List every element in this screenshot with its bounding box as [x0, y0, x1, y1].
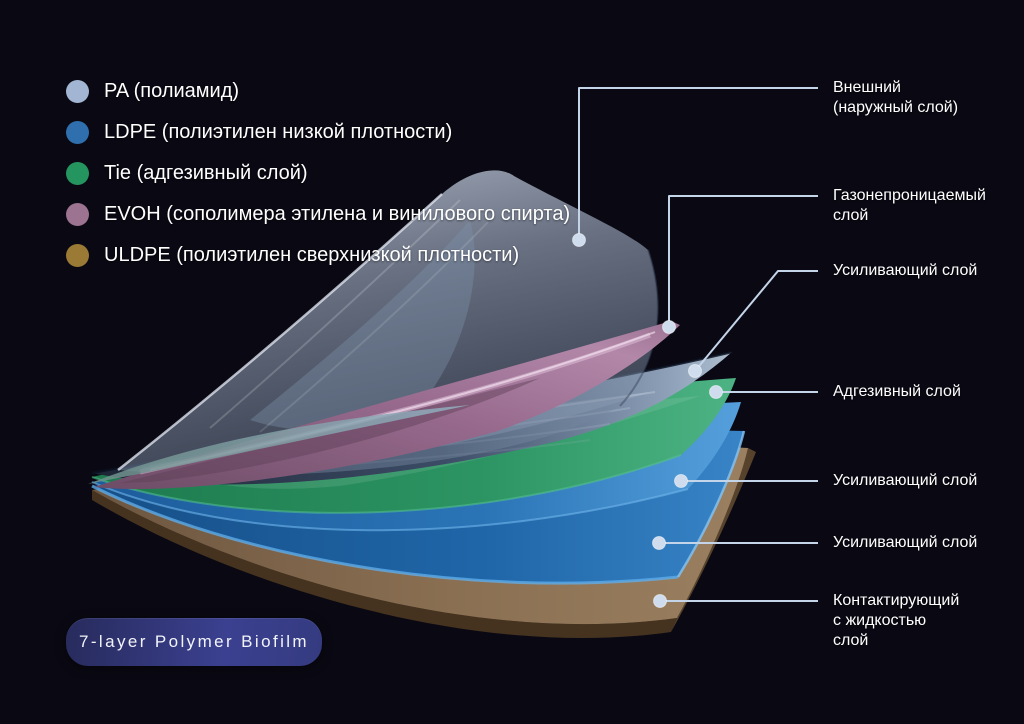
legend-item-label: PA (полиамид) [104, 80, 240, 102]
callout-dot [709, 385, 723, 399]
legend-item-label: ULDPE (полиэтилен сверхнизкой плотности) [104, 244, 520, 266]
film-title-badge: 7-layer Polymer Biofilm [66, 618, 322, 666]
legend-item-label: Tie (адгезивный слой) [104, 162, 308, 184]
callout-dot [662, 320, 676, 334]
legend-item-label: LDPE (полиэтилен низкой плотности) [104, 121, 453, 143]
uldpe-color-dot [66, 243, 89, 267]
callout-label-contact: Контактирующий с жидкостью слой [833, 592, 960, 649]
pa-color-dot [66, 79, 89, 103]
callout-label-reinforcing-1: Усиливающий слой [833, 262, 978, 279]
ldpe-color-dot [66, 120, 89, 144]
callout-dots [572, 233, 723, 608]
callout-line-gas-barrier [668, 195, 818, 327]
callout-label-outer: Внешний (наружный слой) [833, 79, 959, 116]
callout-line-reinforcing-1 [694, 270, 818, 372]
callout-dot [652, 536, 666, 550]
film-stack [88, 170, 756, 639]
callout-label-adhesive: Адгезивный слой [833, 383, 961, 400]
callout-label-reinforcing-2: Усиливающий слой [833, 472, 978, 489]
callout-label-gas-barrier: Газонепроницаемый слой [833, 187, 986, 224]
legend-item-evoh: EVOH (сополимера этилена и винилового сп… [66, 202, 570, 226]
callout-lines [578, 87, 818, 602]
legend-item-ldpe: LDPE (полиэтилен низкой плотности) [66, 120, 570, 144]
callout-dot [653, 594, 667, 608]
callout-dot [674, 474, 688, 488]
pa-edge-band [88, 405, 470, 484]
callout-label-reinforcing-3: Усиливающий слой [833, 534, 978, 551]
callout-dot [572, 233, 586, 247]
legend-item-pa: PA (полиамид) [66, 79, 570, 103]
legend-item-tie: Tie (адгезивный слой) [66, 161, 570, 185]
callout-dot [688, 364, 702, 378]
legend-item-label: EVOH (сополимера этилена и винилового сп… [104, 203, 571, 225]
tie-color-dot [66, 161, 89, 185]
legend: PA (полиамид) LDPE (полиэтилен низкой пл… [66, 79, 570, 284]
film-title-label: 7-layer Polymer Biofilm [79, 632, 309, 651]
callout-line-outer [578, 87, 818, 240]
legend-item-uldpe: ULDPE (полиэтилен сверхнизкой плотности) [66, 243, 570, 267]
evoh-color-dot [66, 202, 89, 226]
